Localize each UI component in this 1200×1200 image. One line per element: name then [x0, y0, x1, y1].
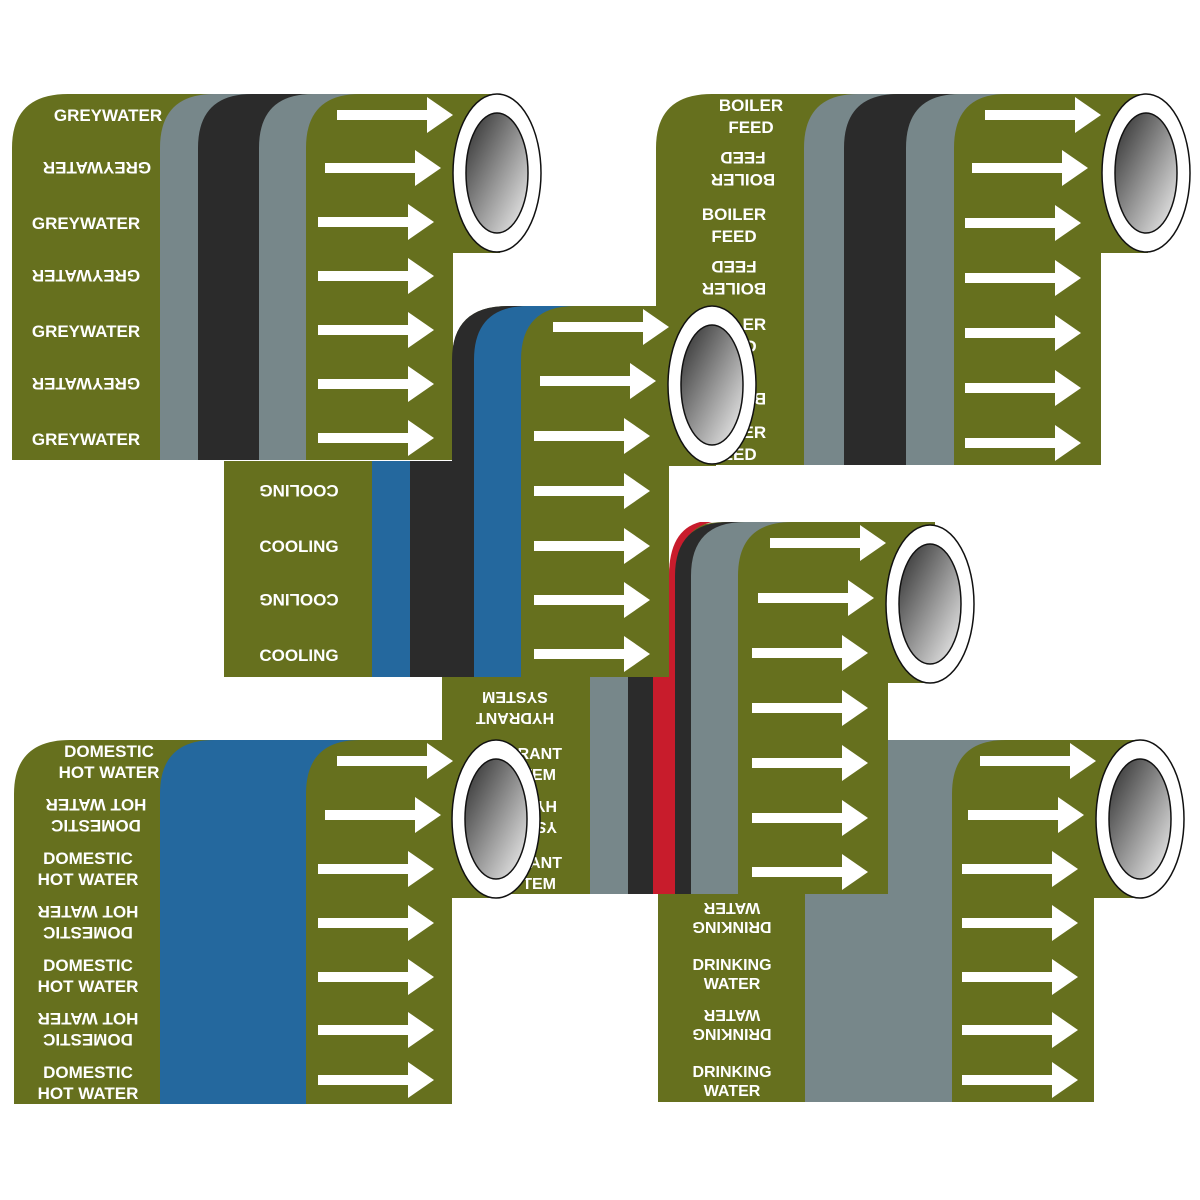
domestic-hot-water-label-line1: DOMESTIC	[64, 742, 154, 761]
domestic-hot-water-label-line2: HOT WATER	[38, 977, 139, 996]
greywater-label: GREYWATER	[54, 106, 162, 125]
hydrant-system-label-inverted: HYDRANT SYSTEM	[476, 688, 554, 726]
drinking-water-band-grey	[805, 740, 1006, 1102]
domestic-hot-water-band-blue	[160, 740, 360, 1104]
domestic-hot-water-label-line2: HOT WATER	[38, 870, 139, 889]
domestic-hot-water-label-line2: HOT WATER	[59, 763, 160, 782]
domestic-hot-water-label-inverted: DOMESTIC HOT WATER	[46, 795, 147, 835]
drinking-water-label-inverted: DRINKING WATER	[692, 1006, 771, 1042]
hydrant-system-band-grey-1	[590, 677, 630, 894]
svg-text:BOILER: BOILER	[702, 279, 766, 298]
greywater-band-black	[198, 94, 314, 460]
greywater-band-grey-2	[259, 94, 360, 460]
boiler-feed-band-grey-2	[906, 94, 1006, 465]
svg-text:YS: YS	[535, 818, 557, 835]
svg-text:HOT WATER: HOT WATER	[46, 795, 147, 814]
boiler-feed-label-line1: BOILER	[719, 96, 783, 115]
hydrant-system-label-partial: RANT	[518, 746, 563, 763]
svg-text:HOT WATER: HOT WATER	[38, 1009, 139, 1028]
roll-greywater: GREYWATER GREYWATER GREYWATER GREYWATER …	[12, 93, 542, 460]
drinking-water-label-line1: DRINKING	[692, 957, 771, 974]
svg-text:WATER: WATER	[703, 1006, 760, 1023]
svg-text:WATER: WATER	[703, 899, 760, 916]
svg-text:BOILER: BOILER	[711, 170, 775, 189]
hydrant-system-band-black-1	[628, 677, 655, 894]
greywater-label: GREYWATER	[32, 214, 140, 233]
svg-text:DOMESTIC: DOMESTIC	[43, 1030, 133, 1049]
boiler-feed-label-line2: FEED	[711, 227, 756, 246]
domestic-hot-water-label-inverted: DOMESTIC HOT WATER	[38, 1009, 139, 1049]
svg-text:SYSTEM: SYSTEM	[482, 688, 548, 705]
greywater-band-grey-1	[160, 94, 262, 460]
drinking-water-label-line2: WATER	[704, 1083, 761, 1100]
svg-text:DRINKING: DRINKING	[692, 1025, 771, 1042]
svg-text:HYDRANT: HYDRANT	[476, 709, 554, 726]
svg-text:DRINKING: DRINKING	[692, 918, 771, 935]
greywater-label-inverted: GREYWATER	[32, 374, 140, 393]
cooling-label-inverted: COOLING	[259, 590, 338, 609]
boiler-feed-band-grey-1	[804, 94, 900, 465]
greywater-label-inverted: GREYWATER	[32, 266, 140, 285]
tape-core-icon	[451, 739, 541, 899]
tape-core-icon	[452, 93, 542, 253]
tape-core-icon	[667, 305, 757, 465]
drinking-water-label-line2: WATER	[704, 976, 761, 993]
domestic-hot-water-label-line1: DOMESTIC	[43, 1063, 133, 1082]
boiler-feed-label-inverted: BOILER FEED	[711, 148, 775, 189]
greywater-label: GREYWATER	[32, 322, 140, 341]
cooling-band-black	[410, 306, 530, 677]
tape-core-icon	[885, 524, 975, 684]
greywater-label: GREYWATER	[32, 430, 140, 449]
boiler-feed-label-line2: FEED	[728, 118, 773, 137]
domestic-hot-water-label-line2: HOT WATER	[38, 1084, 139, 1103]
cooling-label: COOLING	[259, 537, 338, 556]
greywater-label-inverted: GREYWATER	[43, 158, 151, 177]
svg-text:HOT WATER: HOT WATER	[38, 902, 139, 921]
domestic-hot-water-label-line1: DOMESTIC	[43, 956, 133, 975]
svg-text:FEED: FEED	[711, 257, 756, 276]
drinking-water-label-inverted: DRINKING WATER	[692, 899, 771, 935]
roll-domestic-hot-water: DOMESTIC HOT WATER DOMESTIC HOT WATER DO…	[14, 739, 541, 1104]
hydrant-system-label-partial: TEM	[522, 876, 556, 893]
domestic-hot-water-label-inverted: DOMESTIC HOT WATER	[38, 902, 139, 942]
svg-text:FEED: FEED	[720, 148, 765, 167]
hydrant-system-band-grey-2	[691, 522, 792, 894]
cooling-band-blue-2	[474, 306, 575, 677]
boiler-feed-label-inverted: BOILER FEED	[702, 257, 766, 298]
cooling-band-blue-1	[372, 461, 412, 677]
tape-core-icon	[1095, 739, 1185, 899]
drinking-water-label-line1: DRINKING	[692, 1064, 771, 1081]
cooling-label: COOLING	[259, 646, 338, 665]
tape-core-icon	[1101, 93, 1191, 253]
domestic-hot-water-label-line1: DOMESTIC	[43, 849, 133, 868]
boiler-feed-band-black	[844, 94, 962, 465]
hydrant-system-band-red	[653, 522, 712, 894]
roll-hydrant-system: HYDRANT SYSTEM RANT TEM YS HY RANT TEM	[442, 522, 975, 894]
cooling-label-inverted: COOLING	[259, 481, 338, 500]
roll-cooling: COOLING COOLING COOLING COOLING	[224, 305, 757, 677]
boiler-feed-label-line1: BOILER	[702, 205, 766, 224]
roll-drinking-water: DRINKING WATER DRINKING WATER DRINKING W…	[658, 739, 1185, 1102]
svg-text:DOMESTIC: DOMESTIC	[43, 923, 133, 942]
svg-text:DOMESTIC: DOMESTIC	[51, 816, 141, 835]
